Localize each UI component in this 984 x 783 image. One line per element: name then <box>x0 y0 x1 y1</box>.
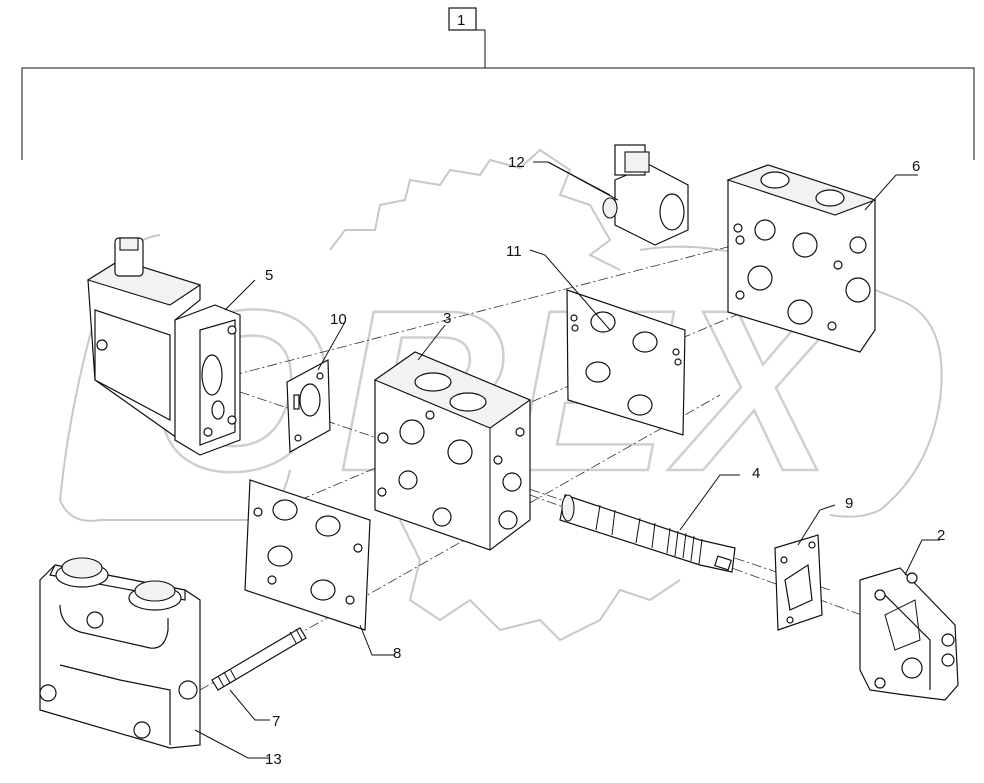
part-5-solenoid <box>86 237 241 456</box>
part-11-gasket <box>566 289 686 436</box>
callout-4: 4 <box>752 465 760 482</box>
part-10-gasket <box>286 359 331 453</box>
callout-12: 12 <box>508 154 525 171</box>
part-7-stud <box>211 627 307 691</box>
callout-2: 2 <box>937 527 945 544</box>
callout-5: 5 <box>265 267 273 284</box>
part-8-gasket <box>244 479 371 631</box>
callout-7: 7 <box>272 713 280 730</box>
callout-1: 1 <box>457 12 465 29</box>
part-6-valve-block <box>726 164 877 353</box>
part-4-spool <box>559 494 736 573</box>
callout-3: 3 <box>443 310 451 327</box>
callout-9: 9 <box>845 495 853 512</box>
callouts: 1 2 3 4 5 6 7 8 9 10 11 12 13 <box>265 12 945 768</box>
callout-8: 8 <box>393 645 401 662</box>
assembly-bracket <box>21 7 975 160</box>
callout-13: 13 <box>265 751 282 768</box>
callout-6: 6 <box>912 158 920 175</box>
part-12-coil <box>602 144 689 246</box>
callout-11: 11 <box>506 243 522 260</box>
part-2-end-cap <box>859 567 959 701</box>
callout-1-box <box>448 7 477 31</box>
part-13-end-cover <box>39 557 201 749</box>
leader-lines <box>194 161 940 759</box>
callout-10: 10 <box>330 311 347 328</box>
part-9-gasket <box>774 534 823 631</box>
part-3-valve-block <box>373 351 532 551</box>
